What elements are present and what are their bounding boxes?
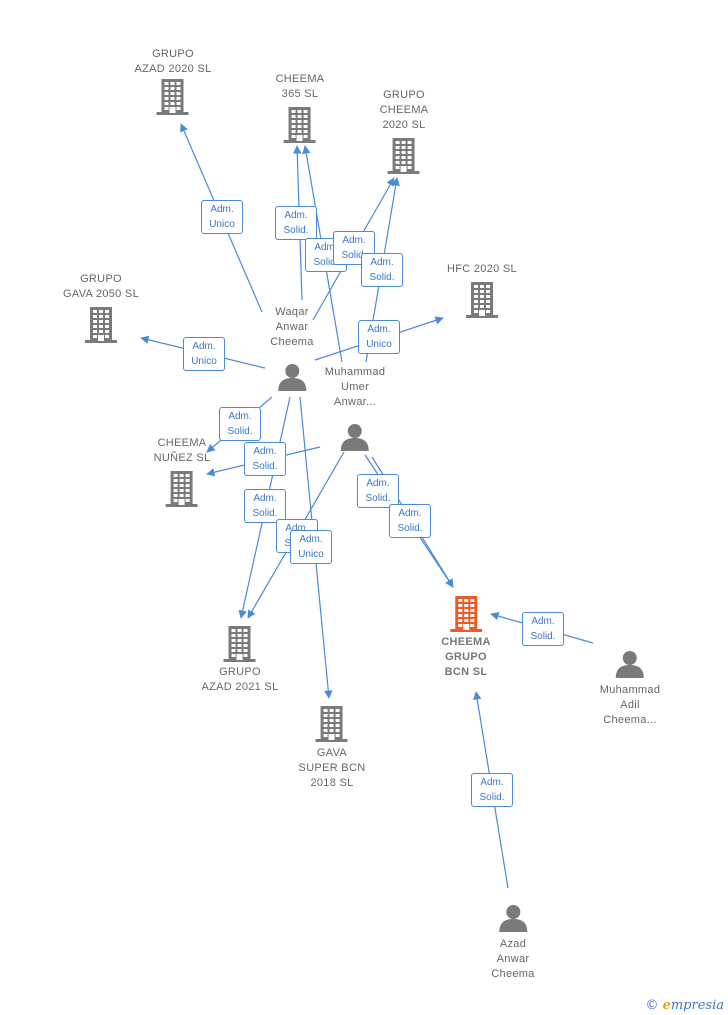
- person-node-waqar[interactable]: Waqar Anwar Cheema: [270, 305, 313, 391]
- role-badge[interactable]: Adm. Unico: [183, 337, 225, 371]
- person-icon: [498, 905, 527, 932]
- person-node-umer[interactable]: Muhammad Umer Anwar...: [325, 365, 385, 451]
- company-label: CHEEMA GRUPO BCN SL: [441, 636, 491, 678]
- building-icon: [85, 307, 117, 343]
- building-icon: [465, 282, 498, 318]
- role-badge[interactable]: Adm. Solid.: [471, 773, 513, 807]
- role-badge[interactable]: Adm. Unico: [290, 530, 332, 564]
- company-label: GRUPO AZAD 2020 SL: [134, 48, 212, 75]
- person-node-azad[interactable]: Azad Anwar Cheema: [491, 904, 534, 982]
- role-badge[interactable]: Adm. Solid.: [244, 442, 286, 476]
- role-badge[interactable]: Adm. Solid.: [357, 474, 399, 508]
- person-label: Muhammad Adil Cheema...: [599, 684, 661, 726]
- role-badge[interactable]: Adm. Solid.: [244, 489, 286, 523]
- company-node-cheema2020[interactable]: GRUPO CHEEMA 2020 SL: [380, 88, 429, 174]
- person-icon: [340, 424, 369, 451]
- person-label: Waqar Anwar Cheema: [270, 306, 314, 348]
- role-badge[interactable]: Adm. Unico: [358, 320, 400, 354]
- company-node-gavasuper[interactable]: GAVA SUPER BCN 2018 SL: [299, 706, 366, 791]
- company-label: GRUPO AZAD 2021 SL: [201, 666, 279, 693]
- person-icon: [615, 651, 644, 678]
- company-node-cheemabcn[interactable]: CHEEMA GRUPO BCN SL: [441, 596, 490, 680]
- building-icon: [450, 596, 482, 632]
- company-label: GAVA SUPER BCN 2018 SL: [298, 747, 366, 789]
- role-badge[interactable]: Adm. Unico: [201, 200, 243, 234]
- company-node-azad2021[interactable]: GRUPO AZAD 2021 SL: [202, 626, 279, 695]
- person-node-adil[interactable]: Muhammad Adil Cheema...: [600, 650, 660, 728]
- role-badge[interactable]: Adm. Solid.: [389, 504, 431, 538]
- company-label: GRUPO CHEEMA 2020 SL: [379, 89, 429, 131]
- role-badge[interactable]: Adm. Solid.: [219, 407, 261, 441]
- brand-initial: e: [662, 998, 671, 1013]
- copyright-symbol: ©: [645, 998, 659, 1013]
- company-node-gava2050[interactable]: GRUPO GAVA 2050 SL: [63, 272, 139, 343]
- person-label: Azad Anwar Cheema: [491, 938, 535, 980]
- person-label: Muhammad Umer Anwar...: [324, 366, 386, 408]
- building-icon: [388, 138, 420, 174]
- company-label: HFC 2020 SL: [447, 263, 517, 275]
- company-label: GRUPO GAVA 2050 SL: [63, 273, 139, 300]
- brand-name: mpresia: [670, 998, 724, 1013]
- building-icon: [156, 79, 189, 115]
- company-node-azad2020[interactable]: GRUPO AZAD 2020 SL: [135, 47, 212, 115]
- company-label: CHEEMA 365 SL: [275, 73, 325, 100]
- company-node-cheema365[interactable]: CHEEMA 365 SL: [276, 72, 325, 143]
- company-node-nunez[interactable]: CHEEMA NUÑEZ SL: [154, 436, 211, 507]
- building-icon: [284, 107, 316, 143]
- role-badge[interactable]: Adm. Solid.: [275, 206, 317, 240]
- footer-brand[interactable]: © empresia: [645, 998, 724, 1013]
- building-icon: [166, 471, 198, 507]
- building-icon: [223, 626, 256, 662]
- company-label: CHEEMA NUÑEZ SL: [153, 437, 211, 464]
- building-icon: [315, 706, 348, 742]
- person-icon: [277, 364, 306, 391]
- role-badge[interactable]: Adm. Solid.: [522, 612, 564, 646]
- role-badge[interactable]: Adm. Solid.: [361, 253, 403, 287]
- company-node-hfc2020[interactable]: HFC 2020 SL: [447, 262, 517, 318]
